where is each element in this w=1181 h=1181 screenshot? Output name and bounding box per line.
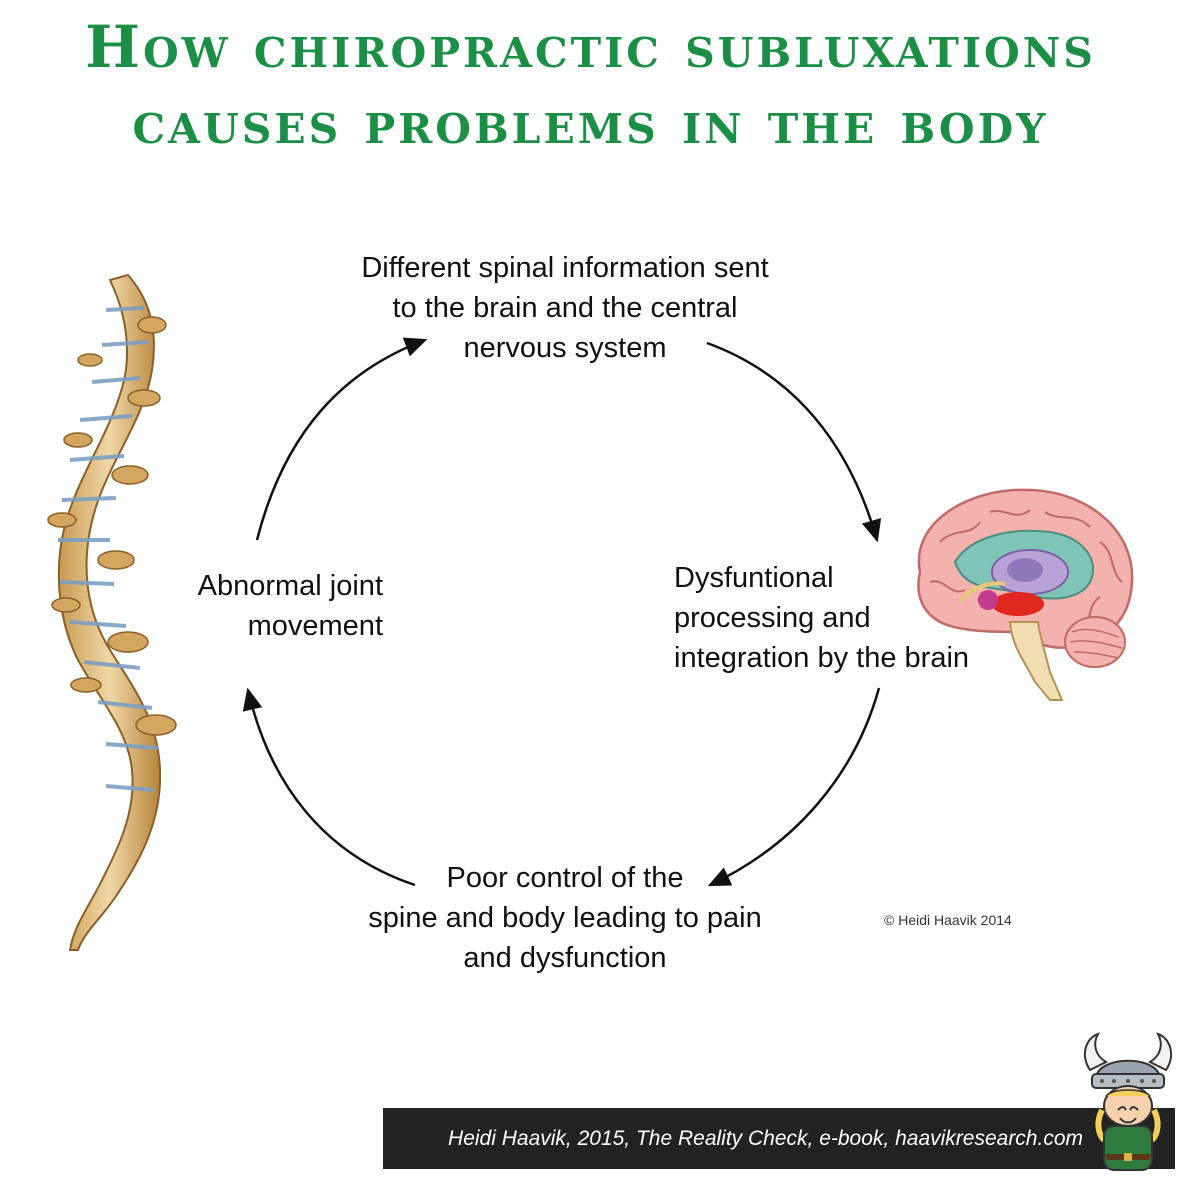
footer-bar: Heidi Haavik, 2015, The Reality Check, e…	[383, 1108, 1175, 1169]
cycle-node-left-line-1: Abnormal joint	[197, 570, 383, 602]
cycle-node-left-line-2: movement	[247, 610, 383, 642]
cycle-node-bottom-line-3: and dysfunction	[463, 942, 667, 974]
arrow-bottom-to-left	[242, 687, 416, 887]
cycle-node-top-line-1: Different spinal information sent	[361, 252, 769, 284]
cycle-node-top-line-3: nervous system	[463, 332, 667, 364]
arrow-top-to-right	[706, 341, 882, 543]
arrow-left-to-top	[255, 337, 428, 541]
cycle-node-right-line-3: integration by the brain	[674, 642, 970, 674]
cycle-node-bottom: Poor control of the spine and body leadi…	[330, 858, 800, 978]
title-line-1: How chiropractic subluxations	[85, 13, 1096, 81]
viking-mascot-icon	[1083, 1032, 1173, 1171]
cycle-node-right: Dysfuntional processing and integration …	[674, 558, 1034, 678]
footer-citation: Heidi Haavik, 2015, The Reality Check, e…	[448, 1127, 1083, 1150]
cycle-node-bottom-line-2: spine and body leading to pain	[368, 902, 762, 934]
copyright-notice: © Heidi Haavik 2014	[884, 912, 1012, 928]
cycle-node-right-line-1: Dysfuntional	[674, 562, 834, 594]
spine-illustration-icon	[47, 273, 177, 951]
cycle-node-top: Different spinal information sent to the…	[300, 248, 830, 368]
cycle-node-bottom-line-1: Poor control of the	[446, 862, 684, 894]
cycle-node-right-line-2: processing and	[674, 602, 871, 634]
cycle-node-left: Abnormal joint movement	[140, 566, 383, 646]
brain-illustration-icon	[917, 488, 1134, 701]
title-line-2: causes problems in the body	[132, 89, 1049, 157]
cycle-node-top-line-2: to the brain and the central	[392, 292, 738, 324]
arrow-right-to-bottom	[707, 687, 881, 887]
